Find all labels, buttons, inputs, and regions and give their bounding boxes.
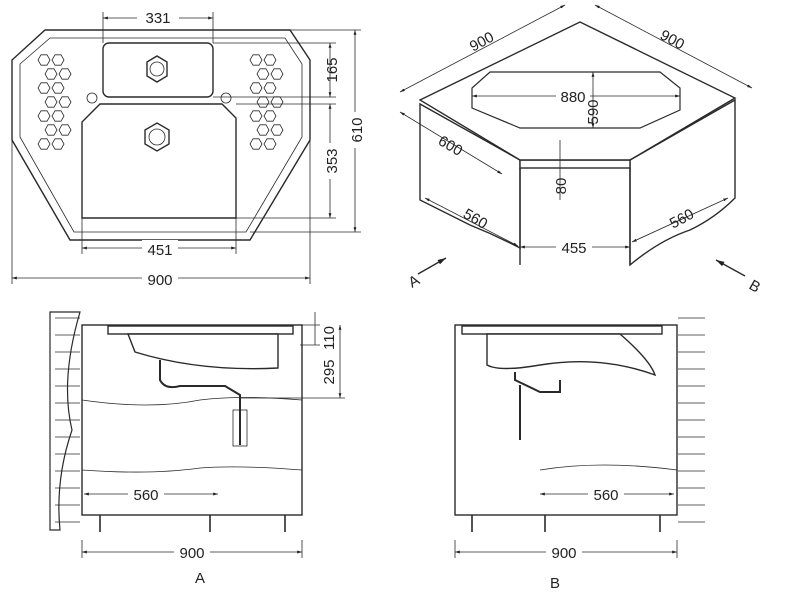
elevation-b: 560 900 B bbox=[454, 317, 705, 592]
drainer-hole bbox=[51, 82, 65, 94]
hex-nut-icon bbox=[146, 55, 168, 83]
drainer-hole bbox=[44, 124, 58, 136]
elevation-a: 560 110 295 900 A bbox=[49, 311, 345, 587]
drainer-hole bbox=[51, 54, 65, 66]
bowl-b bbox=[486, 333, 657, 377]
dim-900-a: 900 bbox=[179, 545, 204, 562]
dim-455: 455 bbox=[561, 240, 586, 257]
view-b-arrow-icon bbox=[715, 259, 746, 277]
dim-110: 110 bbox=[321, 326, 338, 350]
dim-560-a: 560 bbox=[133, 487, 158, 504]
dim-610: 610 bbox=[349, 117, 366, 142]
drainer-pattern-left bbox=[37, 54, 72, 150]
dim-900-left: 900 bbox=[467, 29, 497, 56]
view-a-label: A bbox=[406, 272, 423, 292]
drainer-hole bbox=[256, 68, 270, 80]
drainer-hole bbox=[37, 54, 51, 66]
dim-560-b: 560 bbox=[593, 487, 618, 504]
drain-pipe-b bbox=[514, 372, 561, 440]
drainer-hole bbox=[37, 82, 51, 94]
drainer-hole bbox=[44, 96, 58, 108]
dim-900-right: 900 bbox=[657, 27, 687, 54]
drainer-hole bbox=[270, 124, 284, 136]
bowl-a bbox=[126, 333, 279, 370]
dim-900-plan: 900 bbox=[147, 272, 172, 289]
view-a-arrow-icon bbox=[417, 257, 447, 275]
dim-900-b: 900 bbox=[551, 545, 576, 562]
main-bowl bbox=[81, 103, 237, 219]
drainer-hole bbox=[256, 124, 270, 136]
dim-331: 331 bbox=[145, 10, 170, 27]
drainer-hole bbox=[44, 68, 58, 80]
drainer-hole bbox=[58, 68, 72, 80]
drainer-hole bbox=[249, 54, 263, 66]
drainer-hole bbox=[37, 138, 51, 150]
drainer-hole bbox=[249, 138, 263, 150]
drainer-hole bbox=[58, 96, 72, 108]
dim-590: 590 bbox=[585, 99, 602, 124]
drainer-hole bbox=[263, 138, 277, 150]
plan-view: 331 451 900 165 353 610 bbox=[11, 8, 366, 289]
hex-nut-icon bbox=[144, 122, 170, 152]
drainer-hole bbox=[263, 110, 277, 122]
drainer-hole bbox=[270, 68, 284, 80]
drainer-pattern-right bbox=[249, 54, 284, 150]
dim-451: 451 bbox=[147, 242, 172, 259]
drainer-hole bbox=[249, 110, 263, 122]
drainer-hole bbox=[263, 82, 277, 94]
drainer-hole bbox=[249, 82, 263, 94]
dim-353: 353 bbox=[324, 148, 341, 173]
drain-pipe-a bbox=[159, 360, 241, 445]
dim-165: 165 bbox=[324, 57, 341, 82]
drainer-hole bbox=[51, 138, 65, 150]
drainer-hole bbox=[58, 124, 72, 136]
dim-80: 80 bbox=[553, 178, 570, 195]
view-b-label: B bbox=[746, 277, 763, 297]
drainer-hole bbox=[263, 54, 277, 66]
iso-view: 900 900 880 590 600 80 560 560 455 A B bbox=[399, 4, 763, 297]
drainer-hole bbox=[37, 110, 51, 122]
drainer-hole bbox=[51, 110, 65, 122]
elevation-b-label: B bbox=[550, 575, 560, 592]
dim-295: 295 bbox=[321, 359, 338, 384]
small-bowl bbox=[102, 42, 214, 98]
elevation-a-label: A bbox=[195, 570, 205, 587]
dim-880: 880 bbox=[560, 89, 585, 106]
